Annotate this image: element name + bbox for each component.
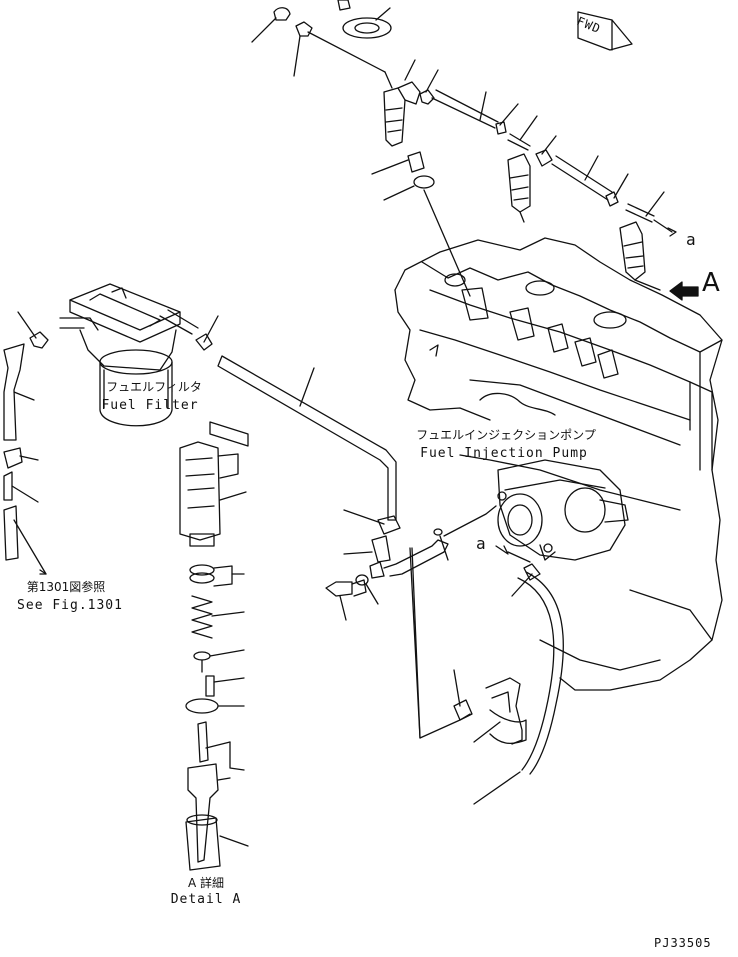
fuel-filter: [4, 284, 218, 574]
drawing-number: PJ33505: [654, 936, 712, 950]
view-a-marker: A: [702, 268, 720, 298]
detail-a-label-en: Detail A: [170, 892, 242, 907]
see-fig-label-jp: 第1301図参照: [26, 580, 106, 594]
ref-a-lower: a: [476, 534, 487, 553]
fuel-filter-label-jp: フュエルフィルタ: [106, 380, 202, 394]
detail-a-label-jp: A 詳細: [187, 876, 225, 890]
fuel-filter-label-en: Fuel Filter: [101, 398, 199, 413]
injection-pump-label-en: Fuel Injection Pump: [420, 446, 588, 461]
injection-pump-label-jp: フュエルインジェクションポンプ: [416, 428, 596, 442]
fwd-arrow-icon: [578, 12, 632, 50]
left-arrow-icon: [670, 282, 698, 300]
return-line-assembly: [326, 506, 563, 804]
fuel-hose: [218, 356, 400, 534]
engine-block: [395, 238, 722, 690]
detail-a-injector: [180, 422, 248, 870]
ref-a-upper: a: [686, 230, 697, 249]
top-injector-assembly: [252, 0, 676, 296]
fuel-injection-pump: [498, 460, 628, 560]
see-fig-label-en: See Fig.1301: [17, 598, 123, 613]
